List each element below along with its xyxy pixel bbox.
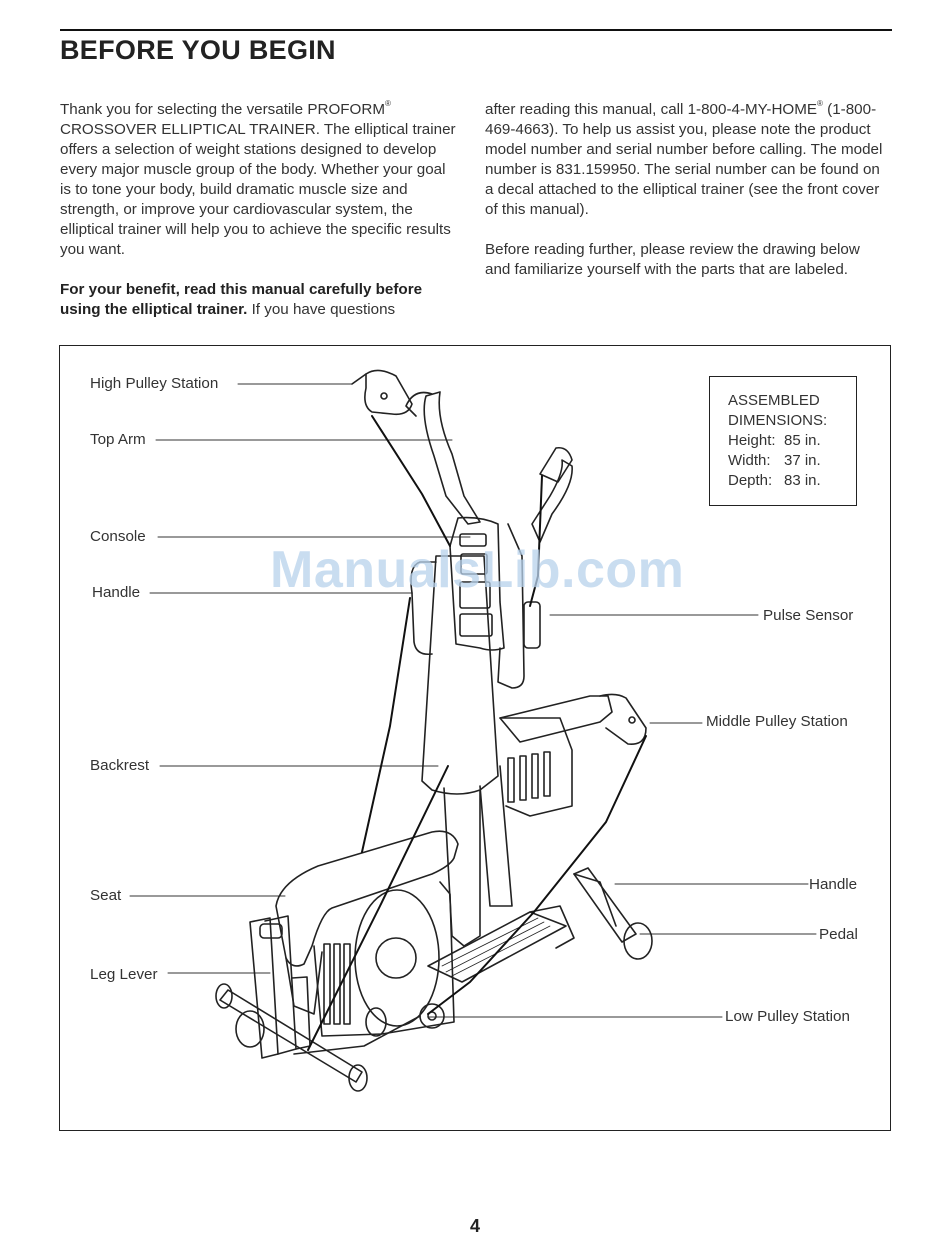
registered-mark: ® bbox=[384, 99, 391, 108]
intro-text: Thank you for selecting the versatile PR… bbox=[60, 101, 385, 118]
label-seat: Seat bbox=[90, 887, 122, 904]
page-number: 4 bbox=[469, 1216, 480, 1236]
contact-paragraph: after reading this manual, call 1-800-4-… bbox=[485, 100, 885, 220]
label-high-pulley-station: High Pulley Station bbox=[90, 375, 219, 392]
intro-right-column: after reading this manual, call 1-800-4-… bbox=[485, 100, 885, 300]
label-middle-pulley-station: Middle Pulley Station bbox=[706, 713, 848, 730]
width-label: Width: bbox=[728, 452, 771, 469]
label-top-arm: Top Arm bbox=[90, 431, 146, 448]
dimensions-title-line2: DIMENSIONS: bbox=[728, 412, 828, 429]
label-low-pulley-station: Low Pulley Station bbox=[725, 1008, 850, 1025]
dimension-width: Width: 37 in. bbox=[728, 451, 856, 471]
intro-text: CROSSOVER ELLIPTICAL TRAINER. The ellipt… bbox=[60, 121, 456, 258]
label-handle-left: Handle bbox=[92, 584, 141, 601]
dimension-depth: Depth: 83 in. bbox=[728, 471, 856, 491]
dimensions-title-line1: ASSEMBLED bbox=[728, 392, 820, 409]
contact-text: (1-800-469-4663). To help us assist you,… bbox=[485, 101, 883, 218]
label-pedal: Pedal bbox=[819, 926, 858, 943]
page-title: BEFORE YOU BEGIN bbox=[60, 35, 336, 65]
header-rule bbox=[60, 29, 892, 31]
contact-text: after reading this manual, call 1-800-4-… bbox=[485, 101, 818, 118]
intro-paragraph: Thank you for selecting the versatile PR… bbox=[60, 100, 460, 260]
assembled-dimensions-box: ASSEMBLED DIMENSIONS: Height: 85 in. Widt… bbox=[709, 376, 857, 506]
parts-diagram: High Pulley Station Top Arm Console Hand… bbox=[59, 345, 891, 1131]
label-console: Console bbox=[90, 528, 146, 545]
dimension-height: Height: 85 in. bbox=[728, 431, 856, 451]
review-paragraph: Before reading further, please review th… bbox=[485, 241, 860, 278]
registered-mark: ® bbox=[817, 99, 823, 108]
height-label: Height: bbox=[728, 432, 776, 449]
width-value: 37 in. bbox=[784, 452, 821, 469]
label-leg-lever: Leg Lever bbox=[90, 966, 158, 983]
label-backrest: Backrest bbox=[90, 757, 150, 774]
elliptical-trainer-drawing bbox=[129, 369, 817, 1092]
height-value: 85 in. bbox=[784, 432, 821, 449]
label-pulse-sensor: Pulse Sensor bbox=[763, 607, 854, 624]
warning-paragraph: For your benefit, read this manual caref… bbox=[60, 280, 460, 320]
intro-left-column: Thank you for selecting the versatile PR… bbox=[60, 100, 460, 340]
label-handle-right: Handle bbox=[809, 876, 858, 893]
warning-text: If you have questions bbox=[247, 301, 396, 318]
warning-bold-text: For your benefit, read this manual caref… bbox=[60, 281, 423, 318]
depth-value: 83 in. bbox=[784, 472, 821, 489]
depth-label: Depth: bbox=[728, 472, 773, 489]
